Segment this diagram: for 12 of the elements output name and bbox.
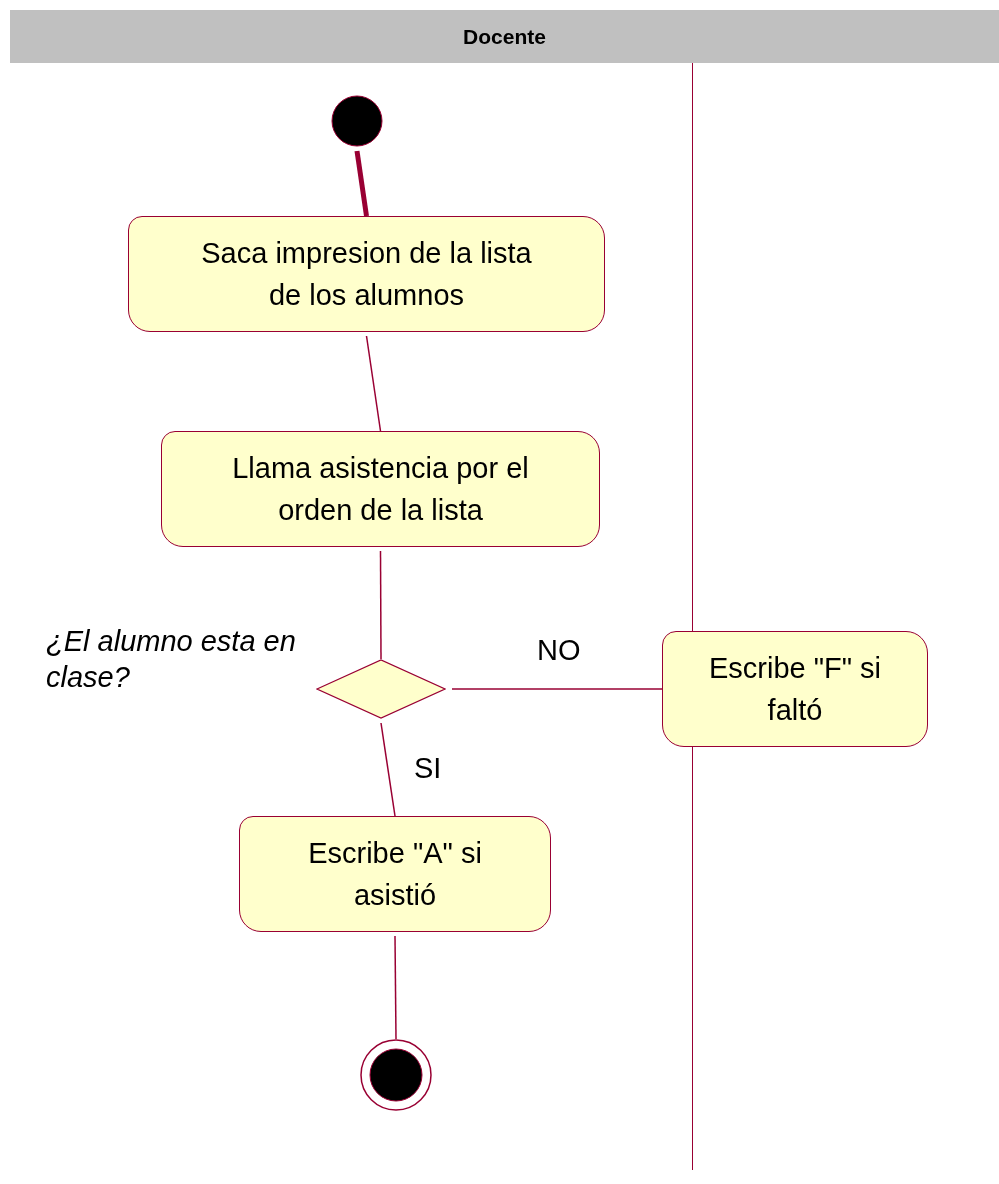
connector: [394, 935, 397, 1040]
swimlane-header: Docente: [10, 10, 999, 63]
activity-box: Escribe "A" si asistió: [239, 816, 551, 932]
connector: [354, 150, 369, 217]
connector: [379, 550, 382, 660]
connector: [380, 722, 396, 817]
activity-box: Llama asistencia por el orden de la lista: [161, 431, 600, 547]
activity-box: Saca impresion de la lista de los alumnos: [128, 216, 605, 332]
connector: [365, 335, 382, 432]
condition-text: ¿El alumno esta en clase?: [46, 624, 297, 695]
activity-box: Escribe "F" si faltó: [662, 631, 928, 747]
connector: [451, 688, 663, 690]
